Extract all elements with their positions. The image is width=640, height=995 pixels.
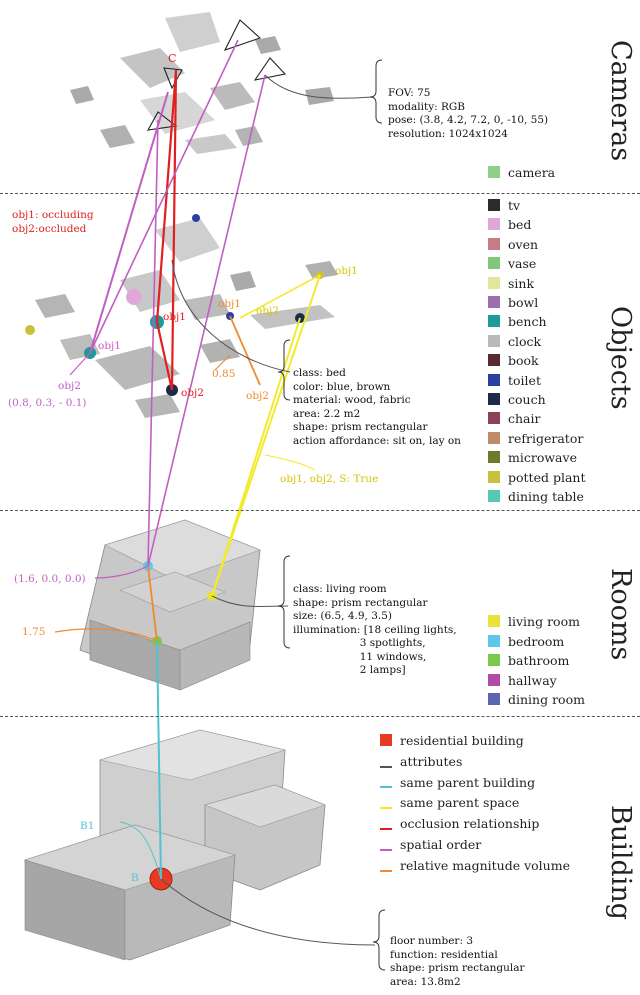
legend-label: chair [508,411,541,427]
obj1-space-label: obj1 [335,265,358,277]
legend-label: camera [508,165,556,180]
legend-swatch [488,334,500,347]
legend-label: dining room [508,692,585,707]
legend-label: vase [508,256,537,272]
divider-cameras-objects [0,193,640,194]
legend-swatch [488,431,500,444]
legend-label: living room [508,614,580,629]
legend-label: clock [508,333,542,349]
obj2-spatial-label: obj2 [58,380,81,392]
legend-swatch [488,412,500,425]
legend-label: occlusion relationship [400,816,540,832]
legend-swatch [488,693,500,705]
legend-swatch [488,276,500,289]
legend-label: microwave [508,450,577,466]
obj1-occlusion-label: obj1 [163,311,186,323]
legend-label: bathroom [508,653,570,668]
legend-label: bench [508,314,547,330]
legend-swatch [488,451,500,464]
relation-lines [54,39,376,946]
b-main-label: B [131,872,139,884]
legend-label: sink [508,275,535,291]
legend-label: attributes [400,753,463,769]
spatial-obj-value: (0.8, 0.3, - 0.1) [8,397,87,409]
section-title-objects: Objects [605,306,636,410]
section-title-rooms: Rooms [605,568,636,661]
obj2-volume-label: obj2 [246,390,269,402]
same-space-value: obj1, obj2, S: True [280,473,379,485]
legend-swatch [488,354,500,367]
section-title-cameras: Cameras [605,40,636,162]
rooms-model [79,519,261,691]
divider-rooms-building [0,716,640,717]
section-title-building: Building [605,805,636,921]
legend-swatch [488,296,500,308]
legend-label: bed [508,217,532,233]
legend-label: same parent building [400,774,536,790]
attribute-braces [277,59,386,971]
legend-label: book [508,353,539,369]
legend-label: hallway [508,672,557,688]
obj1-volume-label: obj1 [218,298,241,310]
legend-swatch [488,373,500,386]
legend-swatch [488,654,500,666]
legend-swatch [488,199,500,211]
legend-label: couch [508,392,546,407]
legend-label: bowl [508,295,539,310]
volume-room-value: 1.75 [22,626,46,638]
legend-swatch [488,237,500,250]
legend-swatch [488,393,500,405]
legend-label: refrigerator [508,430,584,446]
volume-obj-value: 0.85 [212,368,236,380]
obj2-space-label: obj2 [256,305,279,317]
legend-label: toilet [508,372,541,388]
legend-label: relative magnitude volume [400,857,570,873]
legend-swatch [380,734,392,746]
divider-objects-rooms [0,510,640,511]
legend-swatch [488,257,500,270]
legend-label: dining table [508,489,584,504]
obj2-occlusion-label: obj2 [181,387,204,399]
legend-label: same parent space [400,795,520,811]
building-model [23,729,326,961]
legend-label: tv [508,198,521,213]
legend-line-glyphs [380,766,392,872]
objects-pointcloud [25,214,338,418]
legend-swatch [488,634,500,647]
camera-pointcloud [70,12,334,154]
occluding-label: obj1: occluding [12,209,94,221]
legend-label: spatial order [400,837,482,852]
legend-swatch [488,615,500,627]
legend-swatch [488,673,500,686]
legend-label: oven [508,236,539,252]
obj1-spatial-label: obj1 [98,340,121,352]
b1-label: B1 [80,820,95,832]
legend-swatch [488,490,500,502]
camera-c-label: C [168,52,177,65]
legend-swatch [488,315,500,328]
camera-frustums [146,19,287,131]
occluded-label: obj2:occluded [12,223,87,235]
spatial-room-value: (1.6, 0.0, 0.0) [14,573,86,585]
legend-label: residential building [400,733,524,748]
legend-label: bedroom [508,633,565,649]
legend-swatch [488,166,500,178]
legend-swatch [488,470,500,483]
legend-label: potted plant [508,469,586,485]
legend-swatch [488,218,500,231]
